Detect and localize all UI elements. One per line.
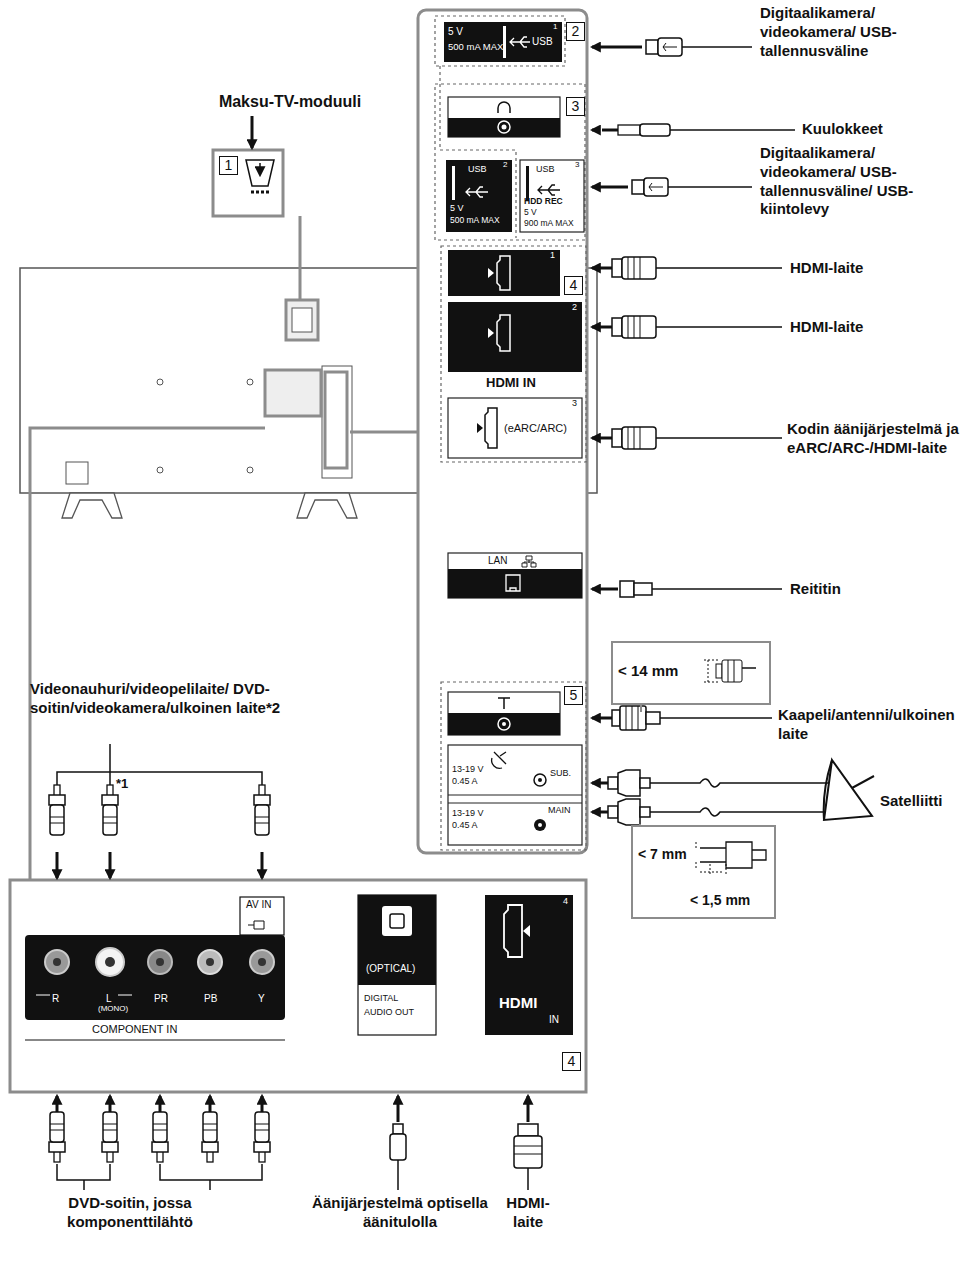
- device-label: Satelliitti: [880, 792, 962, 811]
- port-text: PB: [204, 993, 217, 1004]
- device-label: Kaapeli/antenni/ulkoinen laite: [778, 706, 962, 744]
- hdmi-port-tile: 1: [448, 250, 560, 296]
- port-text: USB: [536, 165, 555, 175]
- device-label: Digitaalikamera/ videokamera/ USB-tallen…: [760, 4, 960, 60]
- port-text: AUDIO OUT: [364, 1008, 414, 1018]
- device-label: < 7 mm: [638, 846, 700, 864]
- port-text: 5 V: [450, 204, 464, 214]
- device-label: Kuulokkeet: [802, 120, 952, 139]
- callout-number: 3: [566, 97, 585, 116]
- port-text: HDMI IN: [486, 376, 536, 390]
- device-label: < 14 mm: [618, 662, 698, 681]
- port-text: 13-19 V: [452, 765, 484, 775]
- callout-number: 4: [564, 276, 583, 295]
- callout-number: 5: [564, 686, 583, 705]
- port-text: USB: [468, 165, 487, 175]
- port-text: LAN: [488, 555, 507, 566]
- port-text: SUB.: [550, 769, 571, 779]
- port-text: (MONO): [98, 1005, 128, 1014]
- port-text: AV IN: [246, 899, 271, 910]
- hdmi-port-tile: 2HDMI IN: [448, 302, 582, 394]
- port-text: 500 mA MAX: [450, 216, 500, 225]
- component-input-panel: AV IN R L(MONO) PR PB Y COMPONENT IN: [22, 895, 287, 1040]
- port-text: (OPTICAL): [366, 963, 415, 974]
- hdmi-port-tile: 3 (eARC/ARC): [448, 398, 582, 458]
- port-text: COMPONENT IN: [92, 1023, 177, 1035]
- device-label: *1: [116, 776, 146, 792]
- port-text: 1: [553, 23, 557, 32]
- port-text: 4: [563, 897, 568, 907]
- hdmi-port-tile: 4HDMI IN: [485, 895, 573, 1035]
- port-text: 1: [550, 251, 555, 261]
- callout-number: 2: [566, 22, 585, 41]
- device-label: Maksu-TV-moduuli: [180, 92, 400, 112]
- device-label: Digitaalikamera/ videokamera/ USB-tallen…: [760, 144, 960, 219]
- port-text: 900 mA MAX: [524, 219, 574, 228]
- port-text: 0.45 A: [452, 777, 478, 787]
- callout-number: 4: [562, 1052, 581, 1071]
- port-text: 5 V: [448, 26, 463, 37]
- lan-port-tile: LAN: [448, 553, 582, 598]
- port-text: 3: [572, 399, 577, 409]
- device-label: HDMI- laite: [493, 1194, 563, 1232]
- device-label: Kodin äänijärjestelmä ja eARC/ARC-/HDMI-…: [787, 420, 962, 458]
- port-text: 3: [575, 161, 579, 170]
- port-text: 500 mA MAX: [448, 42, 503, 52]
- port-text: 0.45 A: [452, 821, 478, 831]
- port-text: DIGITAL: [364, 994, 398, 1004]
- port-text: USB: [532, 36, 553, 47]
- port-text: 2: [503, 161, 507, 170]
- device-label: Videonauhuri/videopelilaite/ DVD-soitin/…: [30, 680, 330, 718]
- device-label: Reititin: [790, 580, 940, 599]
- port-text: 5 V: [524, 208, 537, 217]
- port-text: L: [106, 993, 112, 1004]
- device-label: DVD-soitin, jossa komponenttilähtö: [40, 1194, 220, 1232]
- device-label: HDMI-laite: [790, 259, 960, 278]
- usb-port-tile: 5 V 500 mA MAX USB1: [444, 22, 562, 62]
- device-label: < 1,5 mm: [690, 892, 770, 910]
- optical-output-tile: (OPTICAL) DIGITAL AUDIO OUT: [358, 895, 436, 1035]
- port-text: HDMI: [499, 995, 537, 1012]
- satellite-port-tile: SUB. 13-19 V 0.45 A MAIN 13-19 V 0.45 A: [448, 745, 582, 845]
- port-text: 2: [572, 303, 577, 313]
- port-text: 13-19 V: [452, 809, 484, 819]
- usb-port-tile: 3 USB HDD REC 5 V 900 mA MAX: [520, 160, 584, 232]
- port-text: MAIN: [548, 806, 571, 816]
- port-text: R: [52, 993, 59, 1004]
- port-text: (eARC/ARC): [504, 422, 567, 434]
- device-label: HDMI-laite: [790, 318, 960, 337]
- usb-port-tile: 2 USB 5 V 500 mA MAX: [446, 160, 512, 232]
- device-label: Äänijärjestelmä optisella äänitulolla: [300, 1194, 500, 1232]
- port-text: HDD REC: [524, 197, 563, 206]
- port-text: IN: [549, 1014, 559, 1025]
- callout-number: 1: [219, 156, 238, 175]
- pay-tv-slot: 1: [213, 150, 283, 216]
- port-text: Y: [258, 993, 265, 1004]
- port-text: PR: [154, 993, 168, 1004]
